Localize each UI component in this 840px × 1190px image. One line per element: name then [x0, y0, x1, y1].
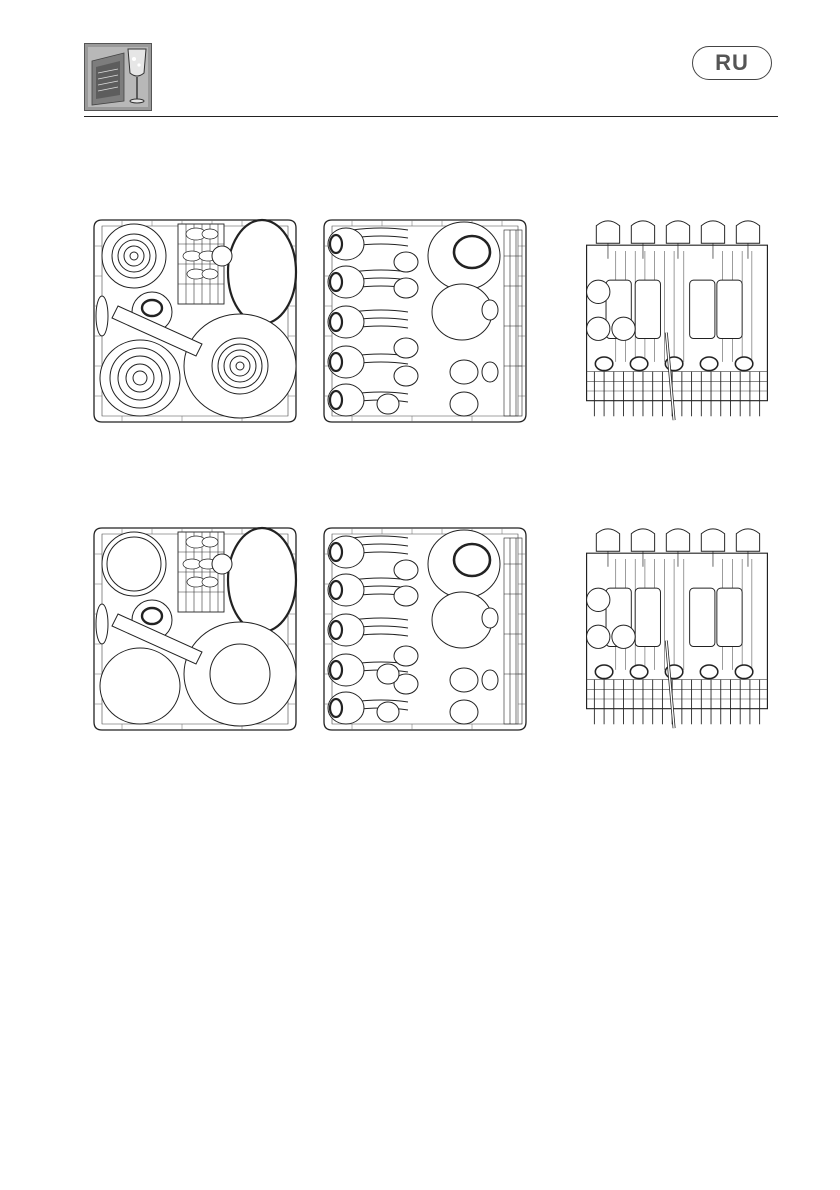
lower-rack-cups-diagram — [322, 216, 528, 426]
dishwasher-logo-icon — [84, 43, 152, 111]
lower-rack-patterned-plates-diagram — [92, 216, 298, 426]
upper-rack-glasses-diagram-2 — [574, 524, 780, 734]
lower-rack-cups-diagram-2 — [322, 524, 528, 734]
language-badge: RU — [692, 46, 772, 80]
header-rule — [84, 116, 778, 117]
lower-rack-plain-plates-diagram — [92, 524, 298, 734]
upper-rack-glasses-diagram — [574, 216, 780, 426]
